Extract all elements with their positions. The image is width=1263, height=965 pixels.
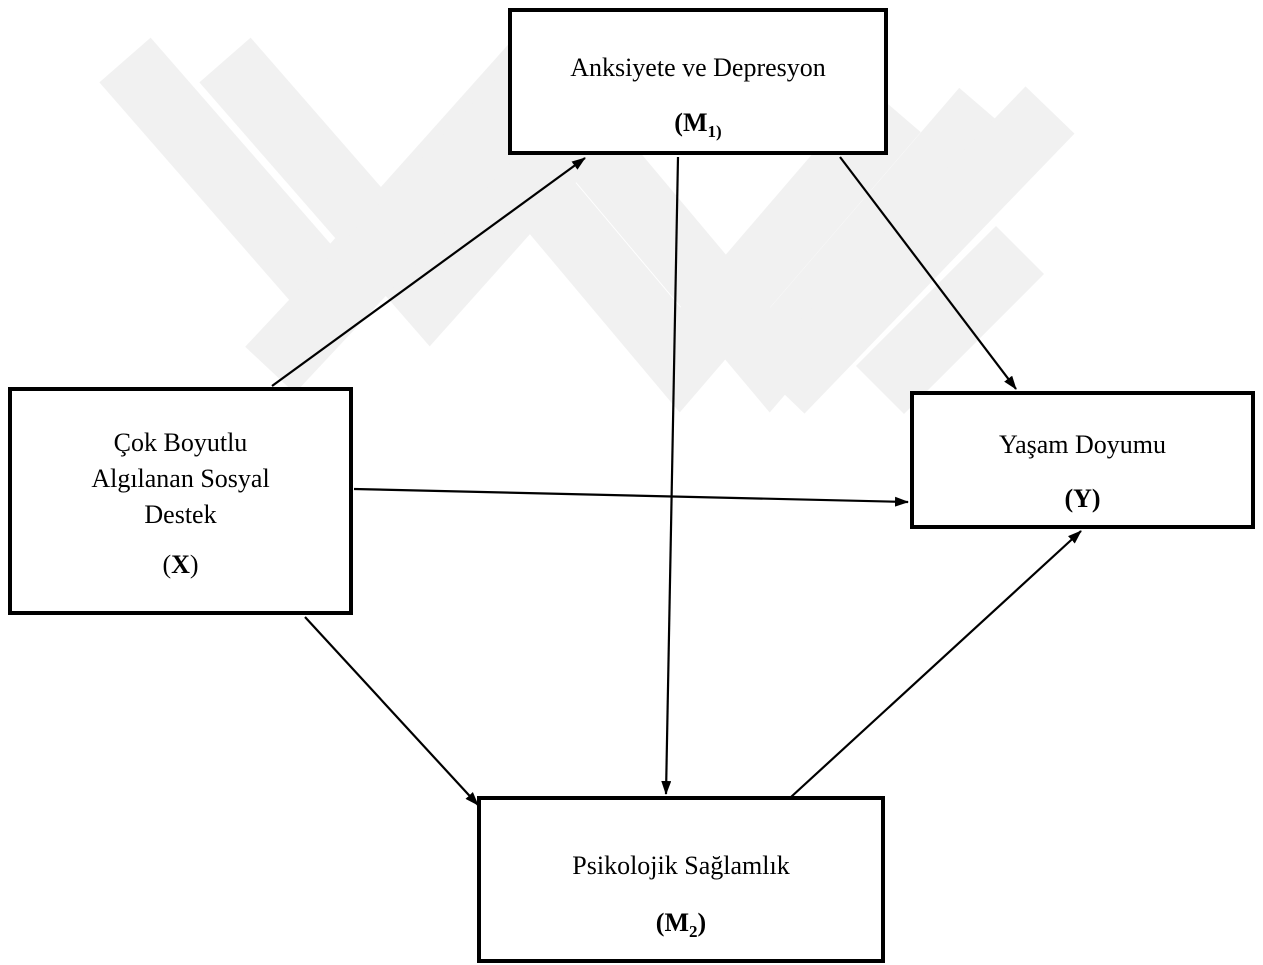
node-symbol: (M1) (512, 105, 884, 141)
node-life-satisfaction: Yaşam Doyumu (Y) (910, 391, 1255, 529)
node-social-support: Çok Boyutlu Algılanan Sosyal Destek (X) (8, 387, 353, 615)
node-anxiety-depression: Anksiyete ve Depresyon (M1) (508, 8, 888, 155)
watermark-shapes (99, 36, 1075, 415)
symbol-letter: X (171, 550, 190, 579)
node-label: Yaşam Doyumu (998, 430, 1167, 459)
node-label-line: Algılanan Sosyal (91, 464, 270, 493)
symbol-letter: M (664, 908, 690, 937)
symbol-close: ) (189, 550, 199, 579)
symbol-open: ( (655, 908, 665, 937)
node-symbol: (M2) (481, 905, 881, 941)
symbol-subscript: 2 (689, 922, 698, 942)
node-label-line: Destek (144, 500, 217, 529)
arrow-x-to-y (353, 487, 909, 507)
symbol-open: ( (162, 550, 172, 579)
node-resilience: Psikolojik Sağlamlık (M2) (477, 796, 885, 963)
symbol-close: ) (697, 908, 707, 937)
node-label-line: Çok Boyutlu (113, 428, 248, 457)
arrow-x-to-m1 (271, 157, 586, 387)
symbol-letter: M (682, 108, 708, 137)
node-symbol: (Y) (1064, 484, 1101, 513)
node-label: Psikolojik Sağlamlık (572, 851, 790, 880)
arrow-m1-to-y (839, 156, 1017, 390)
arrow-m2-to-y (790, 530, 1082, 798)
symbol-open: ( (674, 108, 683, 137)
node-symbol: (X) (12, 547, 349, 583)
node-label: Anksiyete ve Depresyon (570, 53, 826, 82)
arrow-m1-to-m2 (661, 156, 680, 795)
arrow-x-to-m2 (304, 616, 479, 806)
symbol-subscript: 1) (707, 122, 722, 142)
